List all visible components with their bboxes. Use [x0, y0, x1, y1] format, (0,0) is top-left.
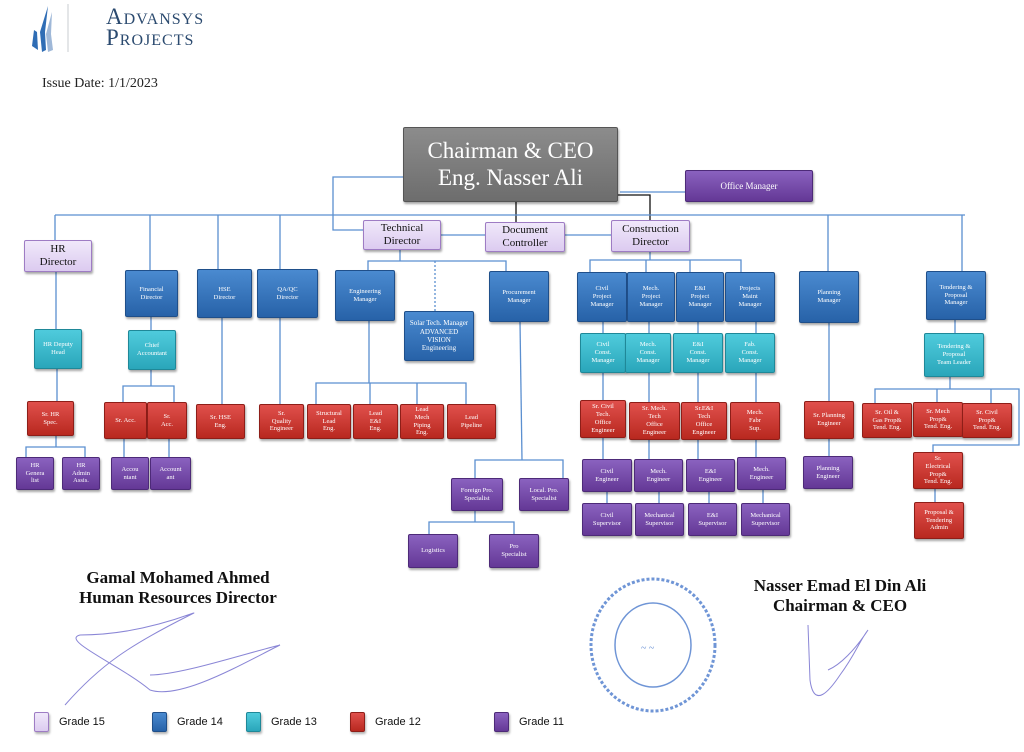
org-node-logistics: Logistics [408, 534, 458, 568]
legend-item-grade-14: Grade 14 [152, 712, 223, 732]
org-node-technical-director: Technical Director [363, 220, 441, 250]
ceo-signature [807, 624, 869, 696]
org-node-civil-project-manager: Civil Project Manager [577, 272, 627, 322]
org-node-projects-maint-manager: Projects Maint Manager [725, 272, 775, 322]
org-node-procurement-manager: Procurement Manager [489, 271, 549, 322]
org-node-sr-hr-spec: Sr. HR Spec. [27, 401, 74, 436]
legend-item-grade-12: Grade 12 [350, 712, 421, 732]
org-node-planning-engineer: Planning Engineer [803, 456, 853, 489]
org-node-hse-director: HSE Director [197, 269, 252, 318]
ceo-signature-block: Nasser Emad El Din Ali Chairman & CEO [730, 576, 950, 616]
org-node-civil-engineer: Civil Engineer [582, 459, 632, 492]
hr-director-title: Human Resources Director [79, 588, 277, 607]
org-node-ei-project-manager: E&I Project Manager [676, 272, 724, 322]
org-node-document-controller: Document Controller [485, 222, 565, 252]
org-node-tendering-team-leader: Tendering & Proposal Team Leader [924, 333, 984, 377]
company-stamp: ~ ~ [589, 577, 717, 713]
org-node-lead-ei-eng: Lead E&I Eng. [353, 404, 398, 439]
org-node-ceo: Chairman & CEO Eng. Nasser Ali [403, 127, 618, 202]
org-node-proposal-tendering-admin: Proposal & Tendering Admin [914, 502, 964, 539]
org-node-sr-electrical-prop-eng: Sr. Electrical Prop& Tend. Eng. [913, 452, 963, 489]
org-node-sr-mech-prop-eng: Sr. Mech Prop& Tend. Eng. [913, 402, 963, 437]
org-node-fab-const-manager: Fab. Const. Manager [725, 333, 775, 373]
org-node-mech-project-manager: Mech. Project Manager [627, 272, 675, 322]
org-node-sr-oil-gas-prop-eng: Sr. Oil & Gas Prop& Tend. Eng. [862, 403, 912, 438]
legend-item-grade-11: Grade 11 [494, 712, 564, 732]
legend-swatch [152, 712, 167, 732]
issue-date: Issue Date: 1/1/2023 [42, 76, 158, 91]
org-node-hr-admin-assis: HR Admin Assis. [62, 457, 100, 490]
org-node-accountant-2: Account ant [150, 457, 191, 490]
org-node-sr-hse-eng: Sr. HSE Eng. [196, 404, 245, 439]
org-node-civil-supervisor: Civil Supervisor [582, 503, 632, 536]
org-node-mechanical-supervisor-2: Mechanical Supervisor [741, 503, 790, 536]
org-node-sr-acc-1: Sr. Acc. [104, 402, 147, 439]
legend-swatch [494, 712, 509, 732]
org-node-foreign-pro-specialist: Foreign Pro. Specialist [451, 478, 503, 511]
org-node-mech-engineer-2: Mech. Engineer [737, 457, 786, 490]
org-node-construction-director: Construction Director [611, 220, 690, 252]
org-node-hr-generalist: HR Genera list [16, 457, 54, 490]
legend-label: Grade 13 [271, 716, 317, 728]
logo-mark-icon [32, 4, 69, 52]
legend-swatch [34, 712, 49, 732]
org-node-sr-planning-engineer: Sr. Planning Engineer [804, 401, 854, 439]
org-node-solar-tech-manager: Solar Tech. Manager ADVANCED VISION Engi… [404, 311, 474, 361]
org-node-mech-engineer-1: Mech. Engineer [634, 459, 683, 492]
legend-item-grade-15: Grade 15 [34, 712, 105, 732]
hr-director-signature [64, 612, 281, 706]
org-node-planning-manager: Planning Manager [799, 271, 859, 323]
org-node-financial-director: Financial Director [125, 270, 178, 317]
org-node-hr-deputy-head: HR Deputy Head [34, 329, 82, 369]
legend-item-grade-13: Grade 13 [246, 712, 317, 732]
logo-line-2: Projects [106, 25, 195, 50]
org-node-lead-mech-piping-eng: Lead Mech Piping Eng. [400, 404, 444, 439]
hr-director-signature-block: Gamal Mohamed Ahmed Human Resources Dire… [58, 568, 298, 608]
org-node-office-manager: Office Manager [685, 170, 813, 202]
org-node-ei-engineer: E&I Engineer [686, 459, 735, 492]
org-node-sr-civil-prop-eng: Sr. Civil Prop& Tend. Eng. [962, 403, 1012, 438]
hr-director-name: Gamal Mohamed Ahmed [86, 568, 270, 587]
legend-label: Grade 14 [177, 716, 223, 728]
org-node-sr-quality-engineer: Sr. Quality Engineer [259, 404, 304, 439]
legend-label: Grade 11 [519, 716, 565, 728]
logo-line-1: Advansys [106, 4, 205, 29]
org-node-structural-lead-eng: Structural Lead Eng. [307, 404, 351, 439]
org-node-qaqc-director: QA/QC Director [257, 269, 318, 318]
org-node-local-pro-specialist: Local. Pro. Specialist [519, 478, 569, 511]
ceo-title: Chairman & CEO [772, 596, 908, 615]
company-logo: Advansys Projects [30, 2, 203, 54]
legend-label: Grade 15 [59, 716, 105, 728]
org-node-sr-acc-2: Sr. Acc. [147, 402, 187, 439]
org-node-ei-supervisor: E&I Supervisor [688, 503, 737, 536]
org-node-mech-const-manager: Mech. Const. Manager [625, 333, 671, 373]
org-node-lead-pipeline: Lead Pipeline [447, 404, 496, 439]
org-node-sr-mech-tech-office-eng: Sr. Mech. Tech Office Engineer [629, 402, 680, 440]
org-node-accountant-1: Accou ntant [111, 457, 149, 490]
org-node-sr-ei-tech-office-eng: Sr.E&I Tech Office Engineer [681, 402, 727, 440]
org-node-tendering-proposal-manager: Tendering & Proposal Manager [926, 271, 986, 320]
ceo-name: Nasser Emad El Din Ali [753, 576, 927, 595]
org-node-chief-accountant: Chief Accountant [128, 330, 176, 370]
org-node-hr-director: HR Director [24, 240, 92, 272]
org-node-sr-civil-tech-office-eng: Sr. Civil Tech. Office Engineer [580, 400, 626, 438]
org-node-pro-specialist: Pro Specialist [489, 534, 539, 568]
org-node-engineering-manager: Engineering Manager [335, 270, 395, 321]
org-node-ei-const-manager: E&I Const. Manager [673, 333, 723, 373]
legend-swatch [350, 712, 365, 732]
org-node-mech-fabr-sup: Mech. Fabr Sup. [730, 402, 780, 440]
org-node-civil-const-manager: Civil Const. Manager [580, 333, 626, 373]
legend-swatch [246, 712, 261, 732]
legend-label: Grade 12 [375, 716, 421, 728]
org-node-mechanical-supervisor-1: Mechanical Supervisor [635, 503, 684, 536]
svg-text:~ ~: ~ ~ [641, 643, 655, 654]
